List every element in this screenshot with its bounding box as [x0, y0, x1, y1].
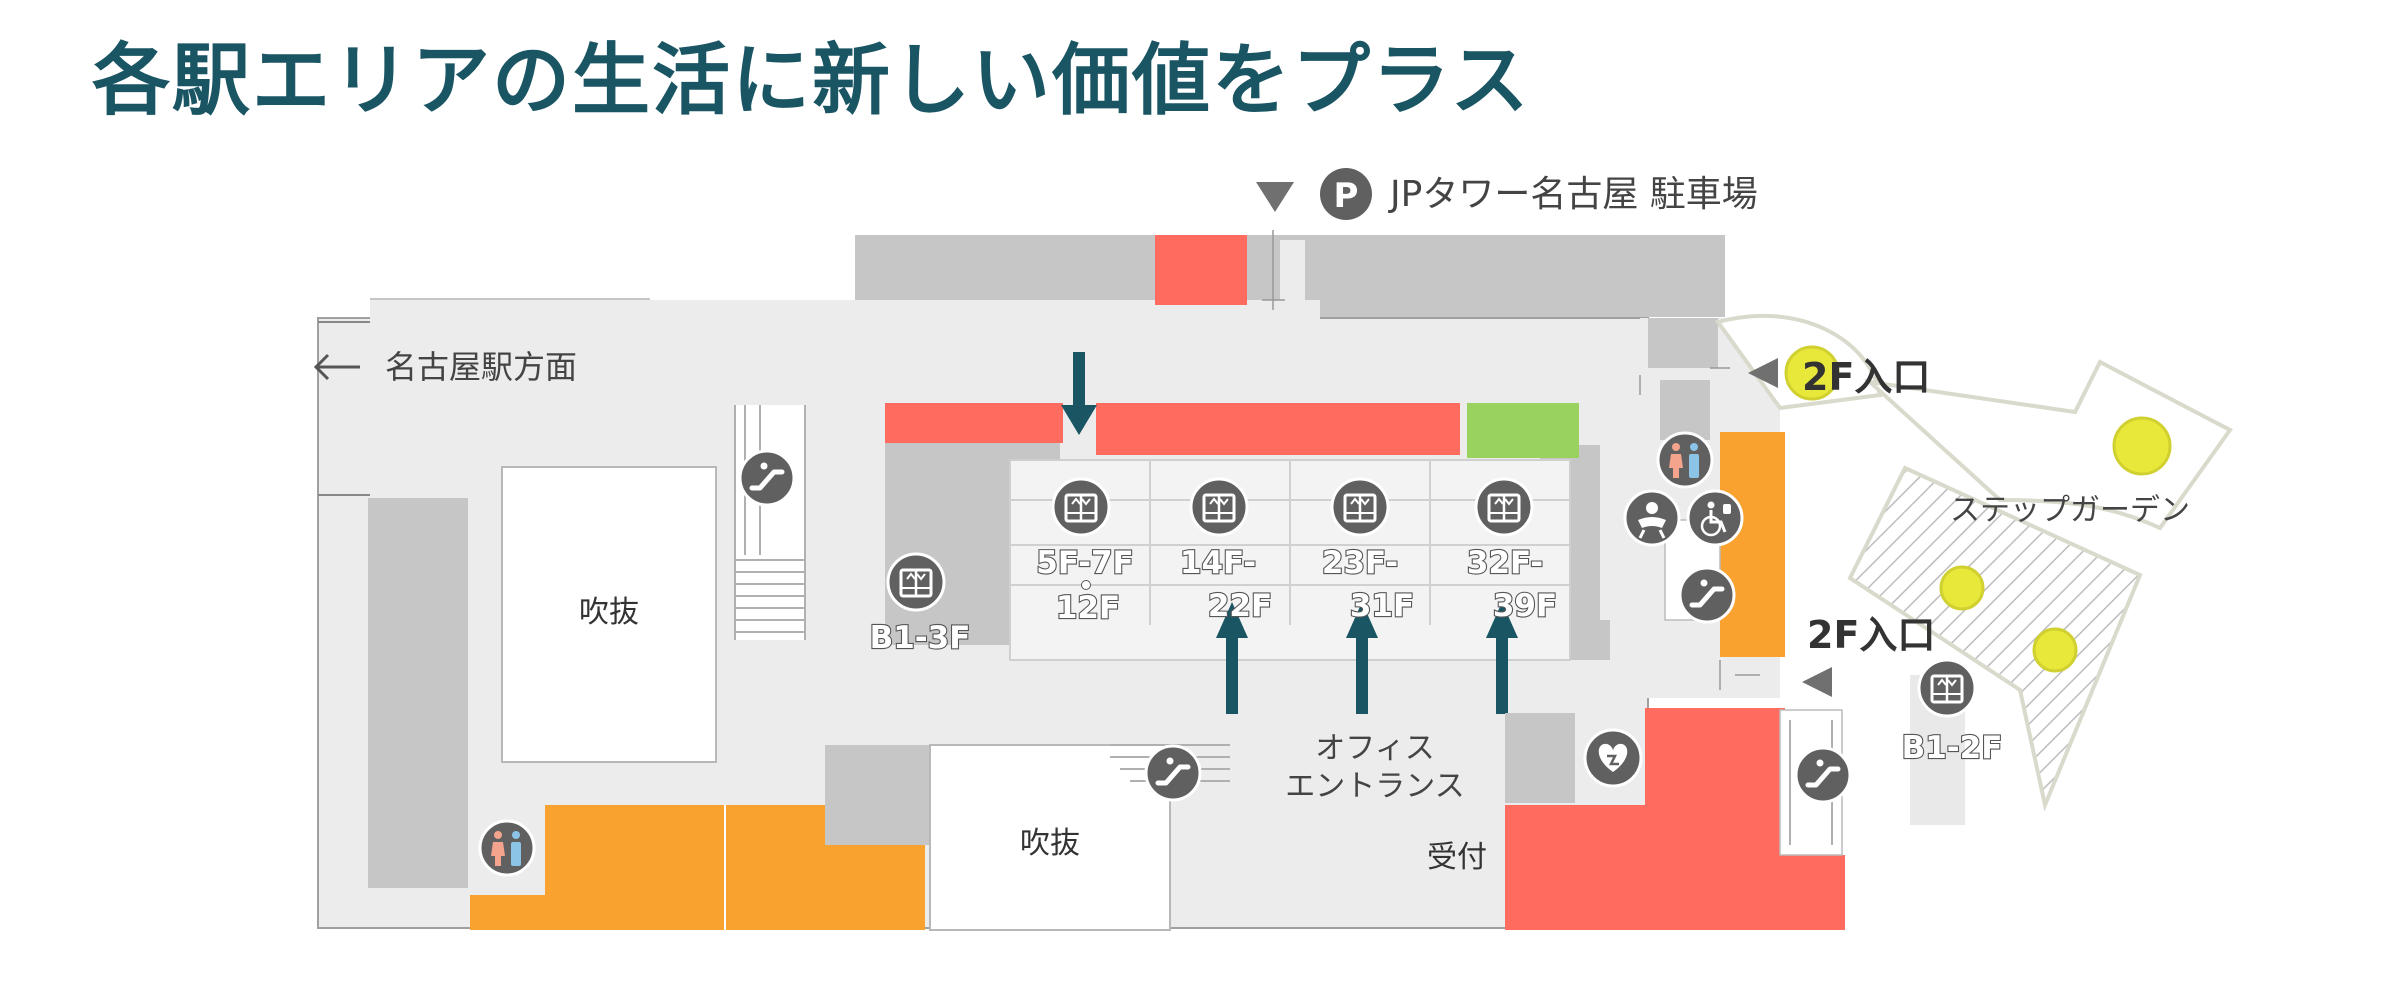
elevator-icon [1917, 658, 1977, 718]
elevator-icon [1189, 477, 1249, 537]
escalator-icon [1796, 748, 1850, 802]
step-garden-label: ステップガーデン [1950, 493, 2190, 528]
parking-label: JPタワー名古屋 駐車場 [1388, 174, 1758, 215]
elevator-icon [1051, 477, 1111, 537]
orange-zone-right [1720, 432, 1785, 657]
arrow-up-3 [1486, 602, 1518, 714]
entrance-label-lower: 2F入口 [1807, 613, 1935, 657]
void-bottom [929, 744, 1171, 931]
elevator-floors-bank-3-b: 31F [1350, 588, 1414, 624]
parking-down-marker [1256, 182, 1294, 212]
red-zone-top [1155, 235, 1247, 305]
red-zone-left [885, 403, 1063, 443]
void-bottom-label: 吹抜 [1020, 826, 1080, 861]
svg-text:P: P [1334, 176, 1359, 216]
arrow-up-2 [1346, 602, 1378, 714]
green-zone [1467, 403, 1579, 458]
elevator-floors-bank-2-b: 22F [1208, 588, 1272, 624]
arrow-down [1061, 352, 1097, 435]
direction-label: 名古屋駅方面 [385, 348, 577, 386]
void-left-label: 吹抜 [579, 595, 639, 630]
entrance-marker-lower [1802, 667, 1832, 697]
office-entrance-line2: エントランス [1285, 769, 1464, 804]
elevator-floors-bank-4-a: 32F- [1467, 545, 1543, 581]
page-title: 各駅エリアの生活に新しい価値をプラス [92, 36, 1531, 126]
reception-label: 受付 [1427, 840, 1487, 875]
red-zone-center [1096, 403, 1460, 455]
escalator-icon [1146, 746, 1200, 800]
restroom-icon [1656, 431, 1714, 489]
elevator-floors-bank-4-b: 39F [1493, 588, 1557, 624]
step-garden-area [1714, 313, 2233, 825]
elevator-floors-bank-1-b: 12F [1056, 590, 1120, 626]
stairs-left [734, 405, 806, 640]
escalator-icon [740, 451, 794, 505]
office-entrance-line1: オフィス [1315, 731, 1434, 766]
elevator-floors-bank-3-a: 23F- [1322, 545, 1398, 581]
elevator-floors-b1-2f: B1-2F [1902, 730, 2003, 766]
elevator-floors-bank-1-a: 5F-7F [1036, 545, 1133, 581]
arrow-up-1 [1216, 602, 1248, 714]
escalator-icon [1680, 568, 1734, 622]
entrance-marker-upper [1748, 358, 1778, 388]
elevator-icon [1330, 477, 1390, 537]
accessible-restroom-icon [1686, 489, 1744, 547]
parking-icon: P [1320, 168, 1372, 220]
void-left [501, 466, 717, 763]
floor-separator-dot [1081, 580, 1091, 590]
elevator-floors-bank-2-a: 14F- [1180, 545, 1256, 581]
red-zone-bottom [1505, 708, 1845, 930]
baby-care-icon [1623, 489, 1681, 547]
aed-icon [1583, 728, 1643, 788]
restroom-icon [478, 819, 536, 877]
entrance-label-upper: 2F入口 [1802, 355, 1930, 399]
elevator-core [885, 435, 1610, 661]
direction-arrow-left [313, 353, 360, 381]
elevator-icon [886, 552, 946, 612]
elevator-floors-b1-3f: B1-3F [870, 620, 971, 656]
elevator-icon [1474, 477, 1534, 537]
